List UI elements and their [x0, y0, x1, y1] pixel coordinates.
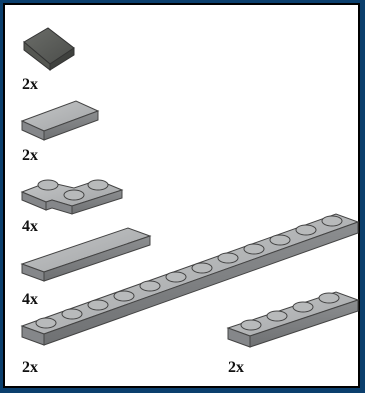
quantity-label-corner-plate: 4x — [22, 218, 38, 235]
tile-1x8-icon — [20, 227, 152, 282]
tile-1x4-icon — [20, 100, 100, 141]
plate-1x6-icon — [226, 291, 360, 348]
corner-plate-icon — [20, 179, 124, 215]
plate-1x12-icon — [20, 213, 360, 346]
quantity-label-plate-1x12: 2x — [22, 359, 38, 376]
quantity-label-tile-1x8: 4x — [22, 291, 38, 308]
slope-brick-icon — [23, 27, 75, 72]
quantity-label-plate-1x6: 2x — [228, 359, 244, 376]
quantity-label-tile-1x4: 2x — [22, 147, 38, 164]
quantity-label-slope: 2x — [22, 76, 38, 93]
